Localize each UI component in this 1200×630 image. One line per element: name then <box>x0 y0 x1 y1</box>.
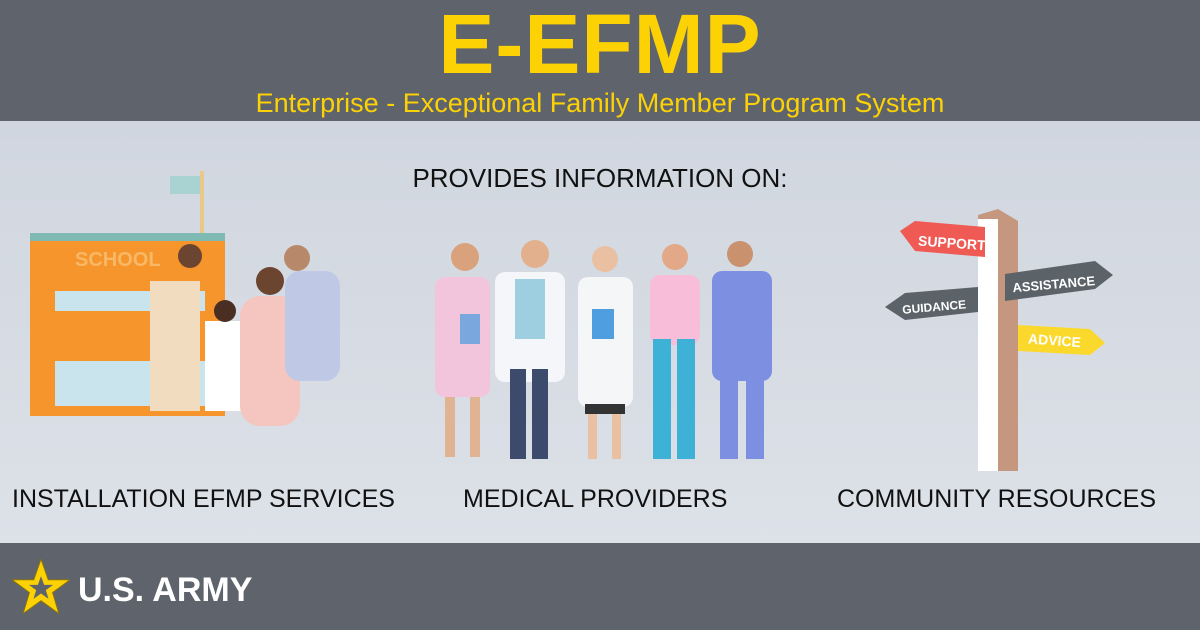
sign-support-label: SUPPORT <box>918 232 987 253</box>
provides-heading: PROVIDES INFORMATION ON: <box>412 163 788 193</box>
header-banner: E-EFMP Enterprise - Exceptional Family M… <box>0 0 1200 121</box>
medical-providers-illustration <box>435 240 772 459</box>
sign-assistance: ASSISTANCE <box>1005 261 1113 301</box>
sign-support: SUPPORT <box>900 221 987 257</box>
installation-efmp-services-label: INSTALLATION EFMP SERVICES <box>12 485 395 513</box>
school-family-illustration: SCHOOL <box>30 171 340 426</box>
main-panel: PROVIDES INFORMATION ON: SCHOOL INSTALLA… <box>0 121 1200 543</box>
provider-figure <box>435 243 490 457</box>
provider-figure <box>650 244 700 459</box>
sign-assistance-label: ASSISTANCE <box>1012 273 1096 295</box>
provider-figure <box>578 246 633 459</box>
sign-guidance-label: GUIDANCE <box>902 297 967 317</box>
community-resources-label: COMMUNITY RESOURCES <box>837 485 1157 513</box>
school-sign: SCHOOL <box>75 249 161 271</box>
medical-providers-label: MEDICAL PROVIDERS <box>463 485 728 513</box>
signpost-illustration: SUPPORT ASSISTANCE GUIDANCE ADVICE <box>885 209 1113 471</box>
provider-figure <box>712 241 772 459</box>
page-title: E-EFMP <box>438 0 762 91</box>
sign-advice-label: ADVICE <box>1028 330 1082 350</box>
army-logo-text: U.S. ARMY <box>78 571 253 609</box>
army-star-icon <box>12 559 70 615</box>
sign-guidance: GUIDANCE <box>885 287 978 320</box>
provider-figure <box>495 240 565 459</box>
sign-advice: ADVICE <box>1018 325 1105 355</box>
page-subtitle: Enterprise - Exceptional Family Member P… <box>255 88 945 118</box>
footer-bar: U.S. ARMY <box>0 543 1200 630</box>
